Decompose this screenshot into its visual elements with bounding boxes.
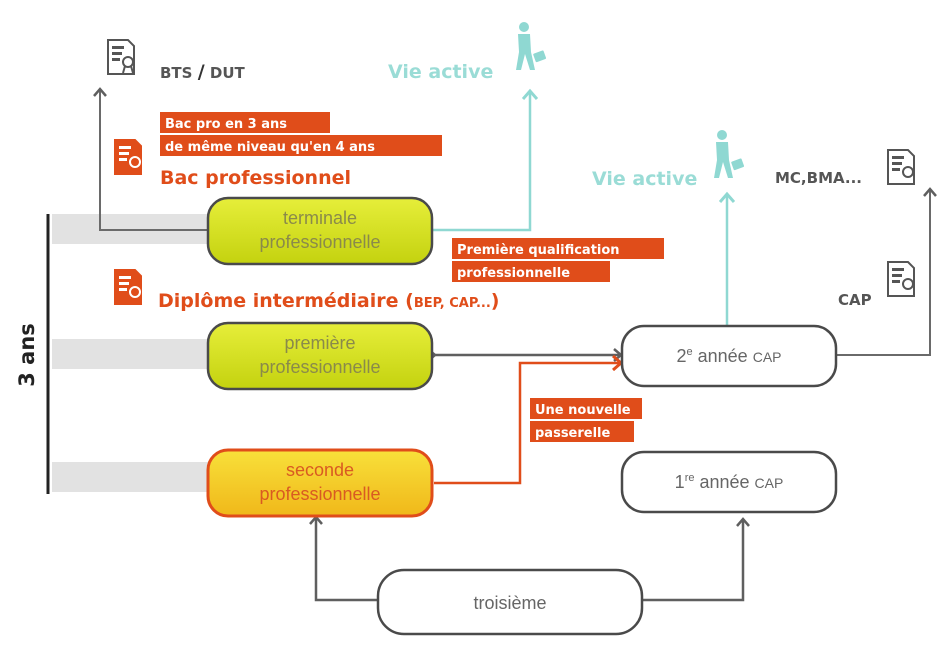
box-seconde-professionnelle: seconde professionnelle bbox=[206, 448, 434, 518]
diplome-main: Diplôme intermédiaire ( bbox=[158, 290, 414, 312]
tag-nouvelle-passerelle: Une nouvelle passerelle bbox=[530, 398, 642, 442]
diploma-icon bbox=[887, 149, 915, 185]
bts-text: BTS bbox=[160, 64, 192, 82]
arrow-cap2-to-mcbma bbox=[837, 187, 937, 356]
bts-dut-label: BTS / DUT bbox=[160, 61, 246, 83]
person-walking-icon bbox=[516, 22, 547, 70]
level-band-premiere bbox=[52, 339, 222, 369]
svg-text:1re année CAP: 1re année CAP bbox=[675, 472, 784, 492]
arrow-seconde-to-cap2-passerelle bbox=[434, 363, 620, 485]
box-troisieme: troisième bbox=[376, 568, 644, 636]
person-walking-icon bbox=[714, 130, 745, 178]
slash-text: / bbox=[198, 61, 205, 83]
arrow-terminale-to-vie-active bbox=[412, 92, 530, 232]
arrow-troisieme-to-cap1 bbox=[640, 517, 750, 602]
cap2-sup: e bbox=[687, 346, 693, 358]
mc-bma-label: MC,BMA... bbox=[775, 169, 862, 187]
box-terminale-professionnelle: terminale professionnelle bbox=[206, 196, 434, 266]
tag-bac-pro-3-ans: Bac pro en 3 ans de même niveau qu'en 4 … bbox=[160, 112, 442, 156]
svg-text:2e année CAP: 2e année CAP bbox=[677, 346, 782, 366]
diploma-icon bbox=[107, 39, 135, 75]
diploma-icon bbox=[114, 269, 142, 305]
tag-passerelle-line1: Une nouvelle bbox=[535, 403, 631, 418]
vie-active-right-label: Vie active bbox=[592, 168, 697, 190]
duration-label: 3 ans bbox=[15, 323, 39, 387]
cap1-small: CAP bbox=[755, 475, 784, 491]
tag-passerelle-line2: passerelle bbox=[535, 426, 611, 441]
dut-text: DUT bbox=[210, 64, 246, 82]
box-seconde-line1: seconde bbox=[286, 460, 354, 480]
diploma-icon bbox=[114, 139, 142, 175]
tag-qualif-line2: professionnelle bbox=[457, 266, 570, 281]
diploma-icon bbox=[887, 261, 915, 297]
arrow-terminale-to-bts bbox=[93, 87, 210, 231]
arrow-troisieme-to-seconde bbox=[309, 515, 380, 602]
diplome-small: BEP, CAP... bbox=[414, 296, 491, 311]
tag-premiere-qualification: Première qualification professionnelle bbox=[452, 238, 664, 282]
box-troisieme-label: troisième bbox=[473, 593, 546, 613]
box-premiere-professionnelle: première professionnelle bbox=[206, 321, 434, 391]
box-premiere-line1: première bbox=[284, 333, 355, 353]
tag-qualif-line1: Première qualification bbox=[457, 243, 620, 258]
tag-bac-pro-line1: Bac pro en 3 ans bbox=[165, 117, 287, 132]
cap1-text: année bbox=[694, 472, 754, 492]
level-band-seconde bbox=[52, 462, 222, 492]
cap2-prefix: 2 bbox=[677, 346, 687, 366]
cap-right-label: CAP bbox=[838, 291, 872, 309]
box-terminale-line1: terminale bbox=[283, 208, 357, 228]
bac-pro-label: Bac professionnel bbox=[160, 167, 351, 189]
box-premiere-line2: professionnelle bbox=[259, 357, 380, 377]
tag-bac-pro-line2: de même niveau qu'en 4 ans bbox=[165, 140, 375, 155]
cap2-text: année bbox=[693, 346, 753, 366]
box-terminale-line2: professionnelle bbox=[259, 232, 380, 252]
box-seconde-line2: professionnelle bbox=[259, 484, 380, 504]
cap1-prefix: 1 bbox=[675, 472, 685, 492]
diplome-end: ) bbox=[491, 290, 500, 312]
diplome-intermediaire-label: Diplôme intermédiaire (BEP, CAP...) bbox=[158, 290, 499, 312]
cap2-small: CAP bbox=[753, 349, 782, 365]
vie-active-top-label: Vie active bbox=[388, 61, 493, 83]
box-cap-2e-annee: 2e année CAP bbox=[620, 324, 838, 388]
box-cap-1re-annee: 1re année CAP bbox=[620, 450, 838, 514]
cap1-sup: re bbox=[685, 472, 695, 484]
